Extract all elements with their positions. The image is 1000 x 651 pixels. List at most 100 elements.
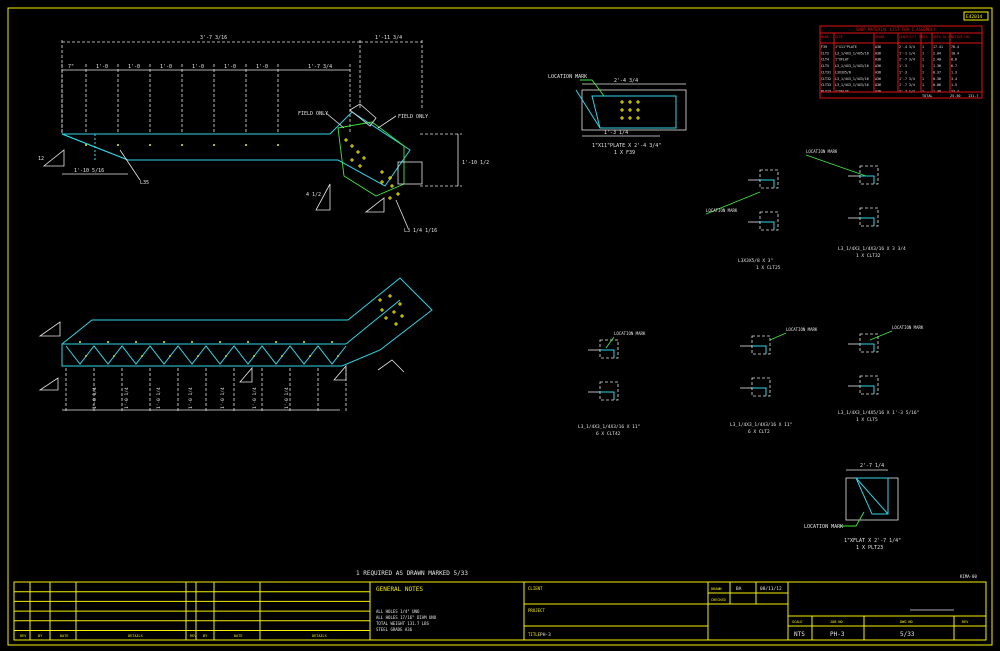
material-cell: F39 xyxy=(821,45,827,49)
bolt-mark xyxy=(394,322,398,326)
bottom-bay-dim: 1'-0 1/4 xyxy=(124,387,130,409)
material-total-weight: 131.7 xyxy=(968,94,979,98)
plate-caption-2: 1 X F39 xyxy=(614,150,635,156)
note-1: ALL HOLES 1/4" UNO xyxy=(376,609,420,614)
rev-header: BY xyxy=(38,634,43,638)
clt32-caption-2: 1 X CLT32 xyxy=(856,253,881,259)
bottom-bay-dim: 1'-0 1/4 xyxy=(188,387,194,409)
side-height-text: 1'-10 1/2 xyxy=(462,160,489,166)
material-cell: A36 xyxy=(875,51,881,55)
top-member-outline xyxy=(61,111,411,187)
material-cell: 1 xyxy=(922,77,924,81)
checked-label: CHECKED xyxy=(711,598,726,602)
material-cell: L3_1/4X3_1/4X3/16 xyxy=(835,83,869,87)
material-cell: 1"XFLAT xyxy=(835,58,849,62)
bolt-mark xyxy=(388,176,392,180)
clt5-caption-2: 1 X CLT5 xyxy=(856,417,878,423)
scale-label: SCALE xyxy=(792,620,803,624)
material-cell: 1 xyxy=(922,45,924,49)
drawn-date: 08/11/12 xyxy=(760,586,782,592)
bolt-mark xyxy=(636,116,640,120)
material-list-frame xyxy=(819,25,983,99)
material-cell: 8.6 xyxy=(951,58,957,62)
material-header: SIZE xyxy=(835,35,843,39)
material-header: WEIGHT LBS xyxy=(951,35,970,39)
top-bay-dim: 1'-0 xyxy=(224,64,236,70)
sheet-tag-box xyxy=(963,11,989,21)
bottom-bay-dim: 1'-0 1/4 xyxy=(220,387,226,409)
bolt-mark xyxy=(636,100,640,104)
material-cell: 1.5 xyxy=(951,83,957,87)
material-cell: L3_1/4X3_1/4X3/16 xyxy=(835,77,869,81)
bolt-mark xyxy=(400,314,404,318)
material-cell: A36 xyxy=(875,77,881,81)
material-cell: CLT4 xyxy=(821,58,829,62)
dwg-value: 5/33 xyxy=(900,631,915,638)
material-cell: 2'-7 3/4 xyxy=(899,58,915,62)
material-cell: 0.06 xyxy=(933,83,941,87)
material-cell: 1"X11"PLATE xyxy=(835,45,857,49)
material-cell: 6.7 xyxy=(951,64,957,68)
bolt-mark xyxy=(356,150,360,154)
material-cell: 3.4 xyxy=(951,77,957,81)
clt5-location-mark: LOCATION MARK xyxy=(892,325,924,330)
top-bay-dim: 1'-0 xyxy=(160,64,172,70)
top-bay-dim: 1'-0 xyxy=(256,64,268,70)
project-label: PROJECT xyxy=(528,608,545,613)
rev-header: REV xyxy=(20,634,27,638)
bolt-mark xyxy=(620,116,624,120)
plt23-caption-1: 1"XFLAT X 2'-7 1/4" xyxy=(844,538,901,544)
clt25-location-mark: LOCATION MARK xyxy=(706,208,738,213)
material-cell: 10.4 xyxy=(951,51,959,55)
material-cell: 2'-4 3/4 xyxy=(899,45,915,49)
bottom-bay-dim: 1'-0 1/4 xyxy=(252,387,258,409)
bolt-mark xyxy=(628,116,632,120)
clt42-location-mark: LOCATION MARK xyxy=(614,331,646,336)
material-list-title: SHOP MATERIAL LIST FOR 1 ASSEMBLY xyxy=(856,27,936,32)
job-value: PH-3 xyxy=(830,631,845,638)
material-cell: 76.4 xyxy=(951,45,959,49)
material-cell: 1 xyxy=(922,64,924,68)
material-cell: 17.41 xyxy=(933,45,943,49)
material-cell: L3_1/4X3_1/4X5/16 xyxy=(835,51,869,55)
title-value: PH-3 xyxy=(540,632,551,638)
bevel-triangle-lower-left xyxy=(38,321,61,337)
bolt-mark xyxy=(344,138,348,142)
material-cell: A36 xyxy=(875,70,881,74)
plt23-caption-2: 1 X PLT23 xyxy=(856,545,883,551)
rev-header: DATE xyxy=(234,634,242,638)
plt23-detail: 2'-7 1/4 LOCATION MARK 1"XFLAT X 2'-7 1/… xyxy=(804,463,901,551)
field-only-1: FIELD ONLY xyxy=(298,111,328,117)
svg-text:2'-4 3/4: 2'-4 3/4 xyxy=(614,78,638,84)
rev-header: DETAILS xyxy=(312,634,327,638)
right-dim-text: 1'-11 3/4 xyxy=(375,35,402,41)
material-cell: 1'-3 xyxy=(899,64,907,68)
material-cell: A36 xyxy=(875,64,881,68)
rev-header: DATE xyxy=(60,634,68,638)
bottom-tag-2: L3 1/4 1/16 xyxy=(404,228,437,234)
material-cell: 1'-7 3/4 xyxy=(899,83,915,87)
bolt-mark xyxy=(390,184,394,188)
bolt-mark xyxy=(628,100,632,104)
material-header: PCS xyxy=(922,35,928,39)
clt2-caption-2: 6 X CLT2 xyxy=(748,429,770,435)
material-header: GRADE xyxy=(875,35,885,39)
material-cell: 0.37 xyxy=(933,70,941,74)
material-cell: CLT32 xyxy=(821,77,831,81)
plate-detail: 2'-4 3/4 1'-3 1/4 LOCATION MARK 1"X11"PL… xyxy=(548,74,687,156)
material-cell: 2.40 xyxy=(933,58,941,62)
bolt-mark xyxy=(380,308,384,312)
top-bay-dim: 1'-7 3/4 xyxy=(308,64,332,70)
rev-header: REV xyxy=(190,634,197,638)
material-cell: 1'-7 3/4 xyxy=(899,77,915,81)
top-bay-dim: 1'-0 xyxy=(128,64,140,70)
bolt-mark xyxy=(380,170,384,174)
svg-text:4 1/2: 4 1/2 xyxy=(306,192,321,198)
plate-location-mark: LOCATION MARK xyxy=(548,74,587,80)
elbow-plate xyxy=(337,121,405,197)
svg-text:1'-3 1/4: 1'-3 1/4 xyxy=(604,130,628,136)
